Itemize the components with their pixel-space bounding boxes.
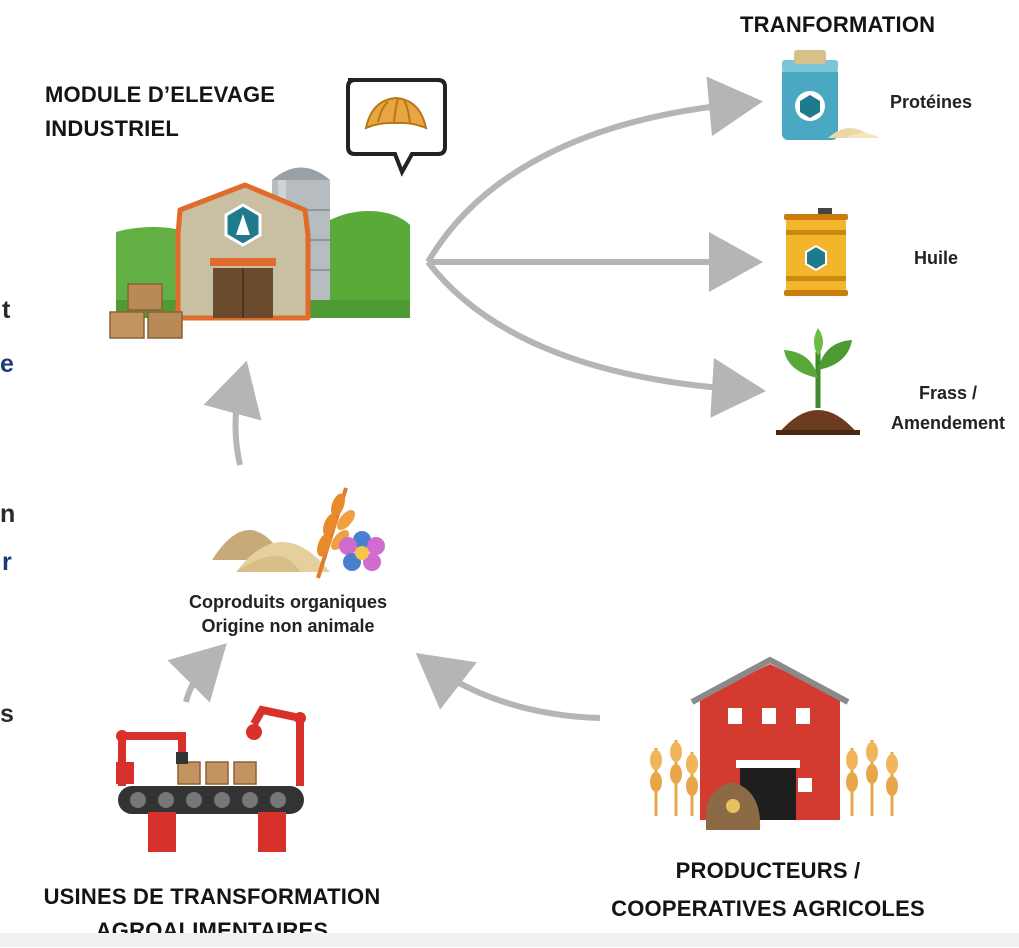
arrow-producteurs-to-coproduits [415, 652, 601, 721]
edge-fragment-r: r [2, 548, 12, 576]
bottom-edge-bar [0, 933, 1019, 947]
usines-label-line1: USINES DE TRANSFORMATION [43, 884, 381, 909]
coproduits-illustration [212, 487, 385, 579]
huile-barrel-icon [784, 208, 848, 296]
wheat-right-icon [846, 740, 898, 816]
usines-illustration [116, 705, 306, 852]
output-label-frass-line1: Frass / [918, 383, 978, 403]
module-elevage-illustration [109, 78, 447, 339]
module-title-line2: INDUSTRIEL [45, 116, 179, 141]
arrow-to-frass [425, 260, 766, 418]
output-label-huile: Huile [914, 248, 959, 268]
producteurs-label-line2: COOPERATIVES AGRICOLES [611, 896, 925, 921]
output-label-proteines: Protéines [890, 92, 973, 112]
module-title: MODULE D’ELEVAGE INDUSTRIEL [45, 78, 275, 146]
module-title-line1: MODULE D’ELEVAGE [45, 82, 276, 107]
coproduits-label: Coproduits organiques Origine non animal… [168, 590, 408, 638]
edge-fragment-e: e [0, 350, 14, 378]
wheat-stalk-icon [316, 487, 355, 579]
producteurs-label-line1: PRODUCTEURS / [675, 858, 861, 883]
coproduits-label-line1: Coproduits organiques [189, 592, 387, 612]
arrow-coproduits-to-module [203, 360, 262, 466]
producteurs-illustration [650, 656, 898, 830]
arrow-to-proteines [425, 76, 763, 264]
output-label-frass-line2: Amendement [890, 413, 1006, 433]
flower-icon [339, 531, 385, 571]
producteurs-label: PRODUCTEURS / COOPERATIVES AGRICOLES [568, 852, 968, 928]
speech-bubble-icon [346, 78, 447, 177]
edge-fragment-n: n [0, 500, 16, 528]
output-label-frass: Frass / Amendement [878, 378, 1018, 438]
coproduits-label-line2: Origine non animale [201, 616, 375, 636]
wheat-left-icon [650, 740, 698, 816]
transformation-title: TRANFORMATION [740, 12, 936, 37]
flow-arrows [167, 76, 766, 721]
frass-plant-icon [776, 328, 860, 435]
proteines-bag-icon [782, 50, 880, 140]
arrow-usines-to-coproduits [167, 643, 227, 703]
edge-fragment-t: t [2, 296, 11, 324]
edge-fragment-s: s [0, 700, 14, 728]
